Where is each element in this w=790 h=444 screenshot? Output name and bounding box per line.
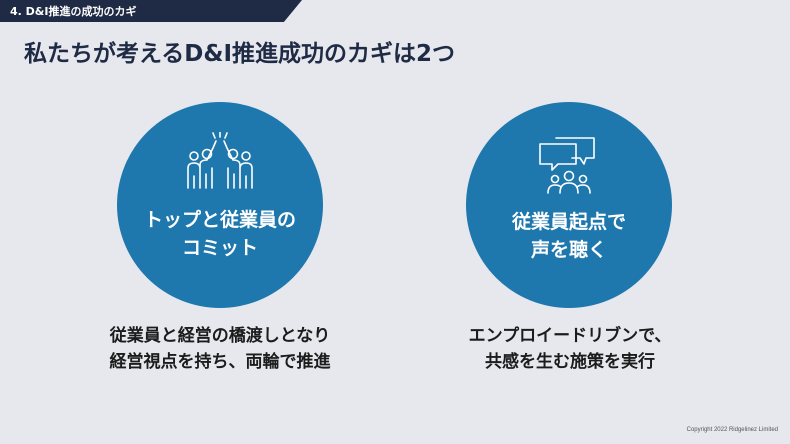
key-description: エンプロイードリブンで、 共感を生む施策を実行 xyxy=(468,326,672,372)
key-label: 従業員起点で 声を聴く xyxy=(511,211,626,261)
copyright-notice: Copyright 2022 Ridgelinez Limited xyxy=(686,427,778,433)
key-circle-commitment: トップと従業員の コミット xyxy=(117,102,323,308)
key-label: トップと従業員の コミット xyxy=(143,209,296,259)
key-description: 従業員と経営の橋渡しとなり 経営視点を持ち、両輪で推進 xyxy=(109,326,331,372)
speech-bubbles-group-icon xyxy=(539,137,595,194)
key-circle-employee-voice: 従業員起点で 声を聴く xyxy=(466,102,672,308)
section-tag-label: 4. D&I推進の成功のカギ xyxy=(10,5,137,18)
page-title: 私たちが考えるD&I推進成功のカギは2つ xyxy=(24,41,456,67)
section-tag: 4. D&I推進の成功のカギ xyxy=(0,0,302,22)
team-high-five-icon xyxy=(187,132,253,189)
